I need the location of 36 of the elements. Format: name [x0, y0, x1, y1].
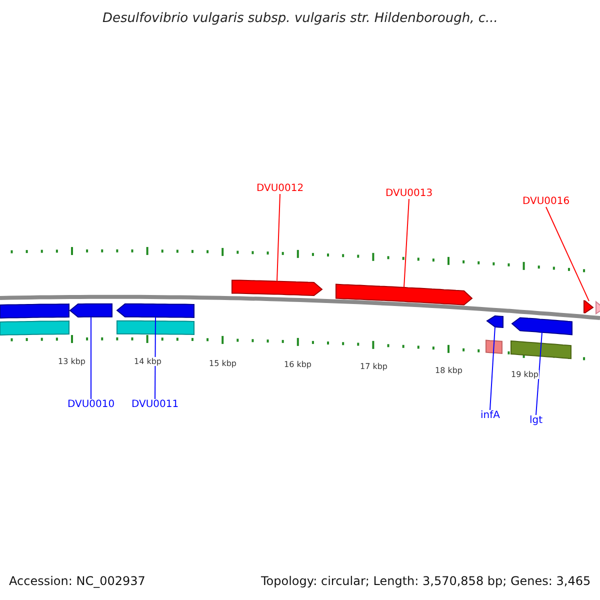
leader-line	[546, 206, 590, 302]
gene-block	[116, 320, 194, 335]
scale-label: 15 kbp	[209, 358, 237, 368]
gene-block	[0, 320, 70, 336]
gene-label: DVU0011	[132, 398, 179, 410]
gene-label: infA	[480, 410, 500, 420]
gene-label: DVU0013	[386, 188, 433, 198]
gene-block	[486, 315, 504, 328]
gene-block	[0, 303, 70, 318]
scale-label: 16 kbp	[284, 360, 312, 368]
accession-text: Accession: NC_002937	[9, 574, 146, 588]
scale-label: 13 kbp	[58, 356, 86, 366]
gene-block	[116, 303, 194, 318]
gene-block	[511, 317, 572, 336]
scale-label: 18 kbp	[435, 366, 463, 374]
gene-block	[232, 280, 323, 296]
leader-line	[404, 198, 410, 288]
title: Desulfovibrio vulgaris subsp. vulgaris str. Hildenborough, c...	[102, 10, 498, 26]
gene-block	[69, 303, 112, 318]
leader-line	[490, 326, 496, 410]
summary-text: Topology: circular; Length: 3,570,858 bp; Genes: 3,465	[261, 574, 591, 588]
scale-label: 19 kbp	[511, 370, 539, 378]
leader-line	[90, 316, 92, 400]
gene-label: DVU0010	[68, 398, 115, 410]
gene-block	[510, 340, 572, 360]
gene-label: DVU0012	[256, 182, 304, 194]
scale-label: 14 kbp	[134, 356, 162, 366]
gene-label: DVU0016	[522, 196, 570, 206]
leader-line	[536, 332, 542, 416]
leader-line	[276, 194, 280, 282]
scale-label: 17 kbp	[360, 362, 388, 370]
gene-block	[336, 284, 473, 306]
gene-block	[486, 340, 502, 354]
leader-line	[154, 316, 156, 400]
gene-block	[584, 300, 594, 314]
gene-label: lgt	[530, 414, 543, 426]
